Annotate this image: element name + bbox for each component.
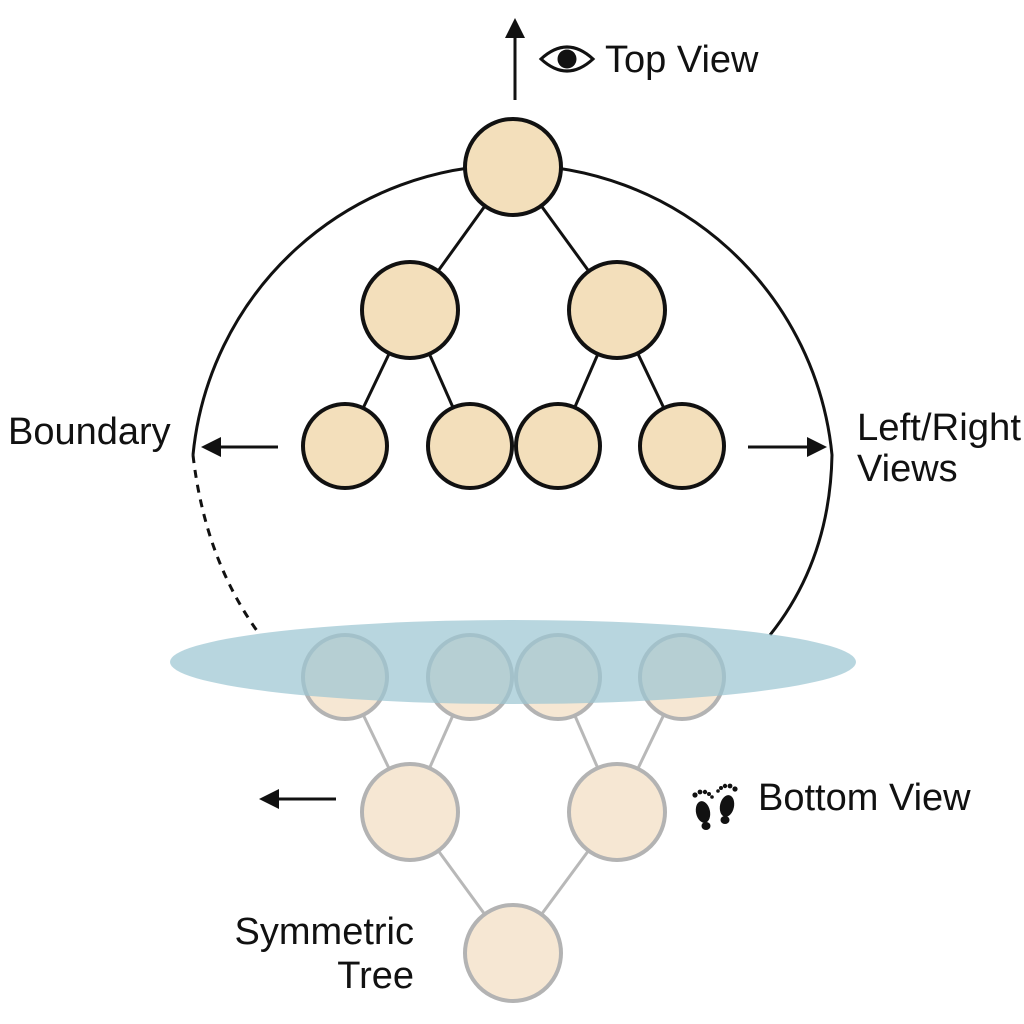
leaf-node (514, 402, 602, 490)
boundary-label: Boundary (8, 411, 171, 453)
bottom-view-label: Bottom View (758, 777, 971, 819)
boundary-arc (191, 163, 834, 636)
boundary-arc-dashed (191, 454, 262, 636)
mirror-root-node (463, 903, 563, 1003)
left-right-views-arrowhead (807, 437, 827, 457)
root-node (463, 117, 563, 217)
left-right-views-label-line1: Left/Right (857, 407, 1021, 449)
tree-node (567, 260, 667, 360)
footprints-icon (692, 783, 738, 830)
top-view-arrowhead (505, 18, 525, 38)
mirror-plane (170, 620, 856, 704)
boundary-arrowhead (201, 437, 221, 457)
leaf-node (426, 402, 514, 490)
tree-node (360, 260, 460, 360)
tree-nodes (301, 117, 726, 490)
eye-icon (538, 45, 596, 73)
symmetric-tree-label-line1: Symmetric (235, 911, 414, 953)
mirror-node (360, 762, 460, 862)
bottom-left-arrowhead (259, 789, 279, 809)
leaf-node (301, 402, 389, 490)
left-right-views-label-line2: Views (857, 448, 958, 490)
top-view-label: Top View (605, 39, 759, 81)
symmetric-tree-label-line2: Tree (337, 955, 414, 997)
mirror-node (567, 762, 667, 862)
leaf-node (638, 402, 726, 490)
